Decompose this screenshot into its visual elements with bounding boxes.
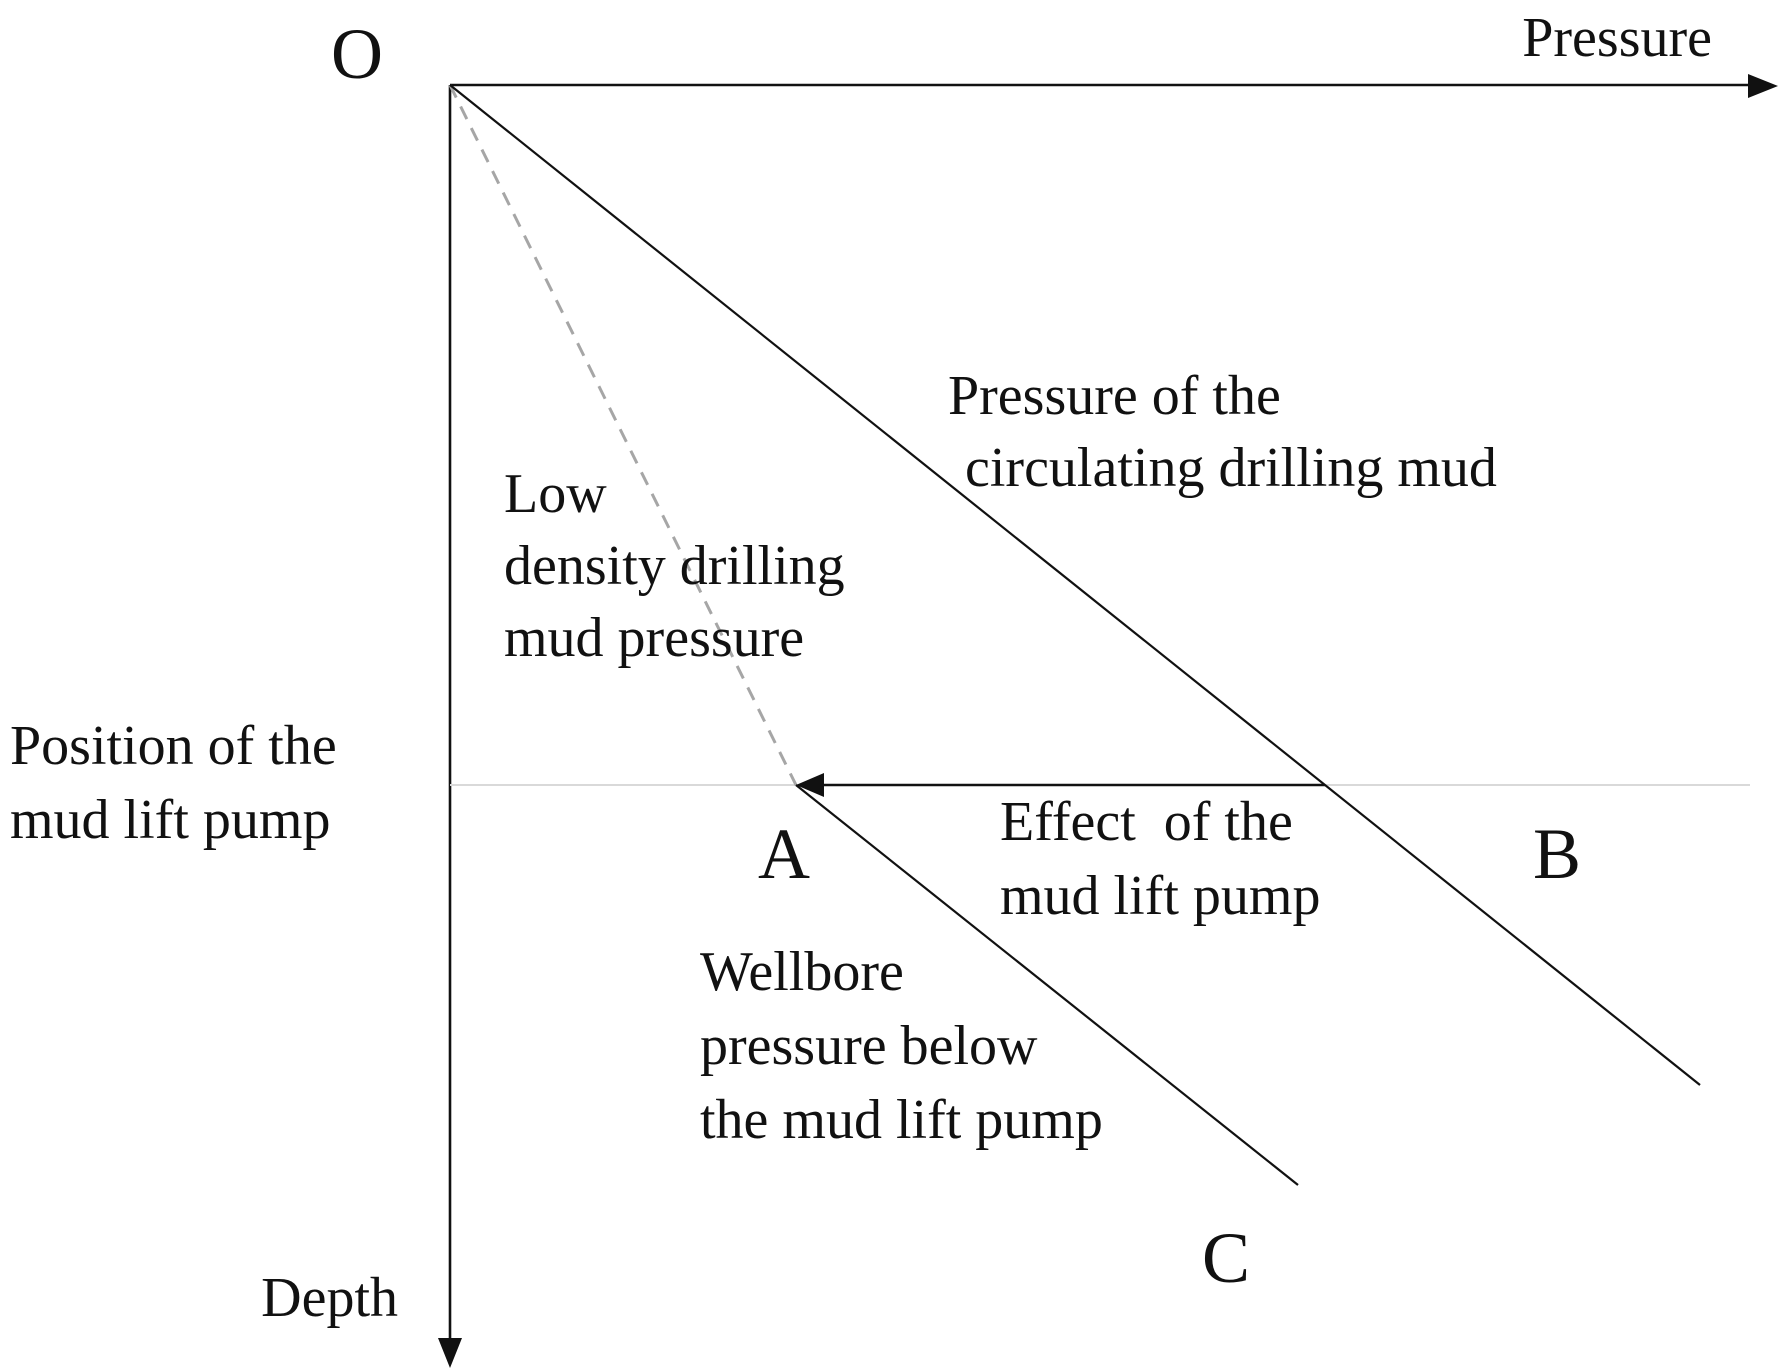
point-b-label: B xyxy=(1533,814,1581,894)
depth-axis-label: Depth xyxy=(261,1267,398,1329)
origin-label: O xyxy=(331,14,383,94)
wellbore-line-3: the mud lift pump xyxy=(700,1089,1103,1151)
low-density-line-3: mud pressure xyxy=(504,607,804,669)
wellbore-line-1: Wellbore xyxy=(700,941,904,1003)
pump-effect-annotation: Effect of the mud lift pump xyxy=(1000,791,1320,927)
low-density-pressure-line xyxy=(448,84,798,786)
pump-effect-arrowhead xyxy=(796,773,824,797)
pump-position-label-line-2: mud lift pump xyxy=(10,789,330,851)
point-a-label: A xyxy=(758,814,810,894)
pump-position-label: Position of the mud lift pump xyxy=(10,715,351,851)
pressure-axis-label: Pressure xyxy=(1522,7,1712,69)
low-density-line-2: density drilling xyxy=(504,535,845,597)
pump-effect-line-1: Effect of the xyxy=(1000,791,1293,853)
circulating-mud-pressure-line xyxy=(449,84,1701,1086)
circulating-line-1: Pressure of the xyxy=(948,365,1281,427)
point-c-label: C xyxy=(1202,1218,1250,1298)
circulating-line-2: circulating drilling mud xyxy=(965,437,1497,499)
pump-effect-line-2: mud lift pump xyxy=(1000,865,1320,927)
low-density-line-1: Low xyxy=(504,463,607,525)
wellbore-pressure-line xyxy=(795,784,1299,1186)
depth-axis-arrowhead xyxy=(438,1338,462,1368)
wellbore-annotation: Wellbore pressure below the mud lift pum… xyxy=(700,941,1103,1151)
circulating-annotation: Pressure of the circulating drilling mud xyxy=(948,365,1497,499)
pressure-axis-arrowhead xyxy=(1748,74,1778,98)
low-density-annotation: Low density drilling mud pressure xyxy=(504,463,859,669)
wellbore-line-2: pressure below xyxy=(700,1015,1038,1077)
pump-position-label-line-1: Position of the xyxy=(10,715,337,777)
